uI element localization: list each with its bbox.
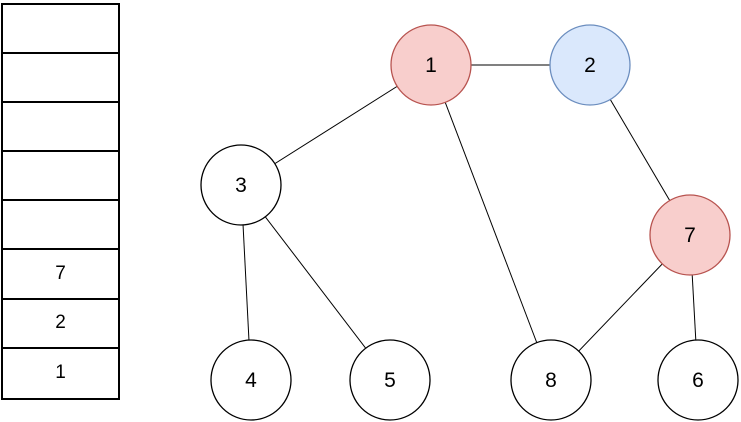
node-label-4: 4: [245, 369, 257, 392]
node-circle-3: [200, 144, 282, 226]
node-circle-8: [510, 339, 592, 421]
node-label-5: 5: [384, 369, 396, 392]
stack-cell-3: [3, 152, 118, 202]
graph-node-6: 6: [657, 339, 739, 421]
node-label-2: 2: [584, 54, 596, 77]
node-circle-2: [549, 24, 631, 106]
graph-node-8: 8: [510, 339, 592, 421]
node-label-3: 3: [235, 174, 247, 197]
node-label-8: 8: [545, 369, 557, 392]
node-circle-4: [210, 339, 292, 421]
stack-cell-7: 1: [55, 362, 66, 384]
stack-cell-1: [3, 54, 118, 104]
node-label-7: 7: [684, 224, 696, 247]
stack-cell-2: [3, 103, 118, 153]
node-circle-7: [649, 194, 731, 276]
edge-3-5: [240, 184, 391, 381]
graph-node-1: 1: [390, 24, 472, 106]
edge-1-8: [430, 64, 552, 381]
graph-node-5: 5: [349, 339, 431, 421]
graph-node-4: 4: [210, 339, 292, 421]
node-circle-6: [657, 339, 739, 421]
node-circle-1: [390, 24, 472, 106]
stack-cell-4: [3, 201, 118, 251]
node-circle-5: [349, 339, 431, 421]
graph-node-7: 7: [649, 194, 731, 276]
node-label-6: 6: [692, 369, 704, 392]
graph-node-2: 2: [549, 24, 631, 106]
node-label-1: 1: [425, 54, 437, 77]
graph-node-3: 3: [200, 144, 282, 226]
stack-cell-0: [3, 5, 118, 55]
stack-cell-5: 7: [3, 250, 118, 300]
stack-cell-6: 2: [3, 300, 118, 349]
